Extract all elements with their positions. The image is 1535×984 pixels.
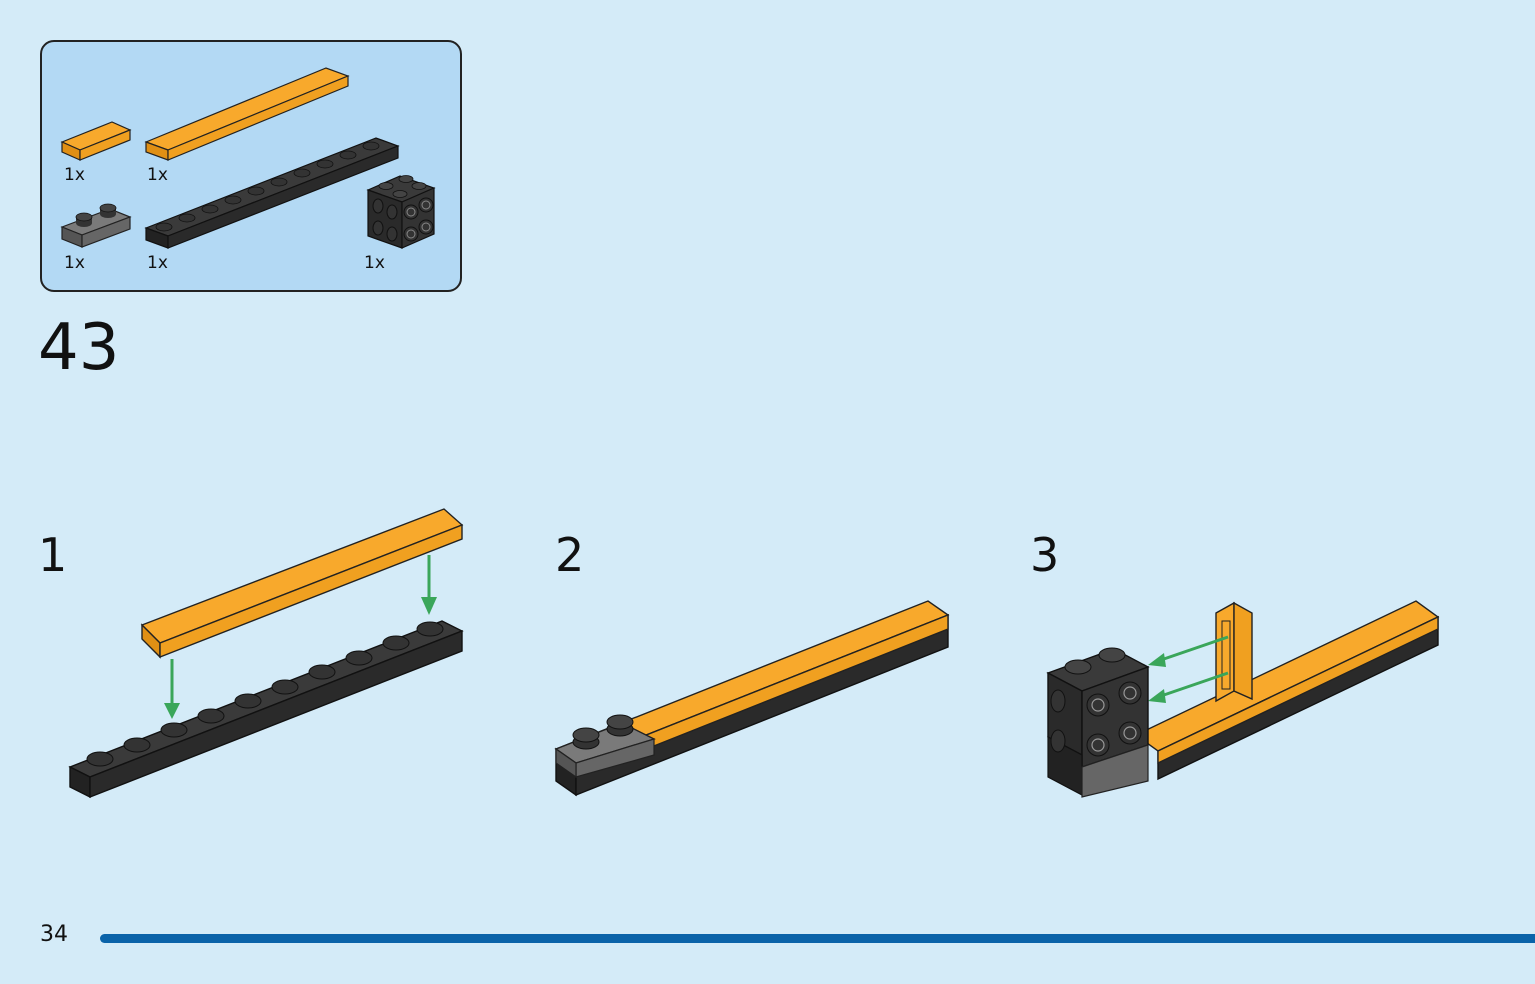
orange-tile-small-icon [60, 121, 132, 161]
parts-illustrations [60, 67, 436, 249]
orange-tile-upright-part [1215, 601, 1253, 703]
black-plate-part [68, 620, 464, 799]
substep-2-illustration [554, 600, 950, 797]
substep-number: 3 [1030, 528, 1060, 582]
page-number: 34 [40, 922, 68, 947]
part-quantity: 1x [364, 253, 385, 273]
substep-number: 1 [38, 528, 68, 582]
assembled-plate-part [1134, 600, 1440, 781]
progress-bar [100, 934, 1535, 943]
substep-number: 2 [555, 528, 585, 582]
substep-1-illustration [68, 508, 464, 799]
left-arrow-icon [1148, 671, 1229, 703]
gray-plate-icon [60, 203, 132, 248]
assembled-plate-part [554, 600, 950, 797]
orange-tile-long-icon [144, 67, 350, 161]
black-brick-studs-side-icon [366, 175, 436, 249]
orange-tile-part [140, 508, 464, 659]
black-brick-part [1046, 647, 1150, 798]
substep-3-illustration [1046, 600, 1440, 798]
down-arrow-icon [421, 555, 437, 615]
part-quantity: 1x [147, 253, 168, 273]
part-quantity: 1x [147, 165, 168, 185]
part-quantity: 1x [64, 253, 85, 273]
black-plate-long-icon [144, 137, 400, 249]
parts-list-box: 1x 1x 1x 1x 1x [40, 40, 462, 292]
step-number: 43 [38, 311, 120, 385]
down-arrow-icon [164, 659, 180, 719]
left-arrow-icon [1148, 635, 1229, 667]
part-quantity: 1x [64, 165, 85, 185]
